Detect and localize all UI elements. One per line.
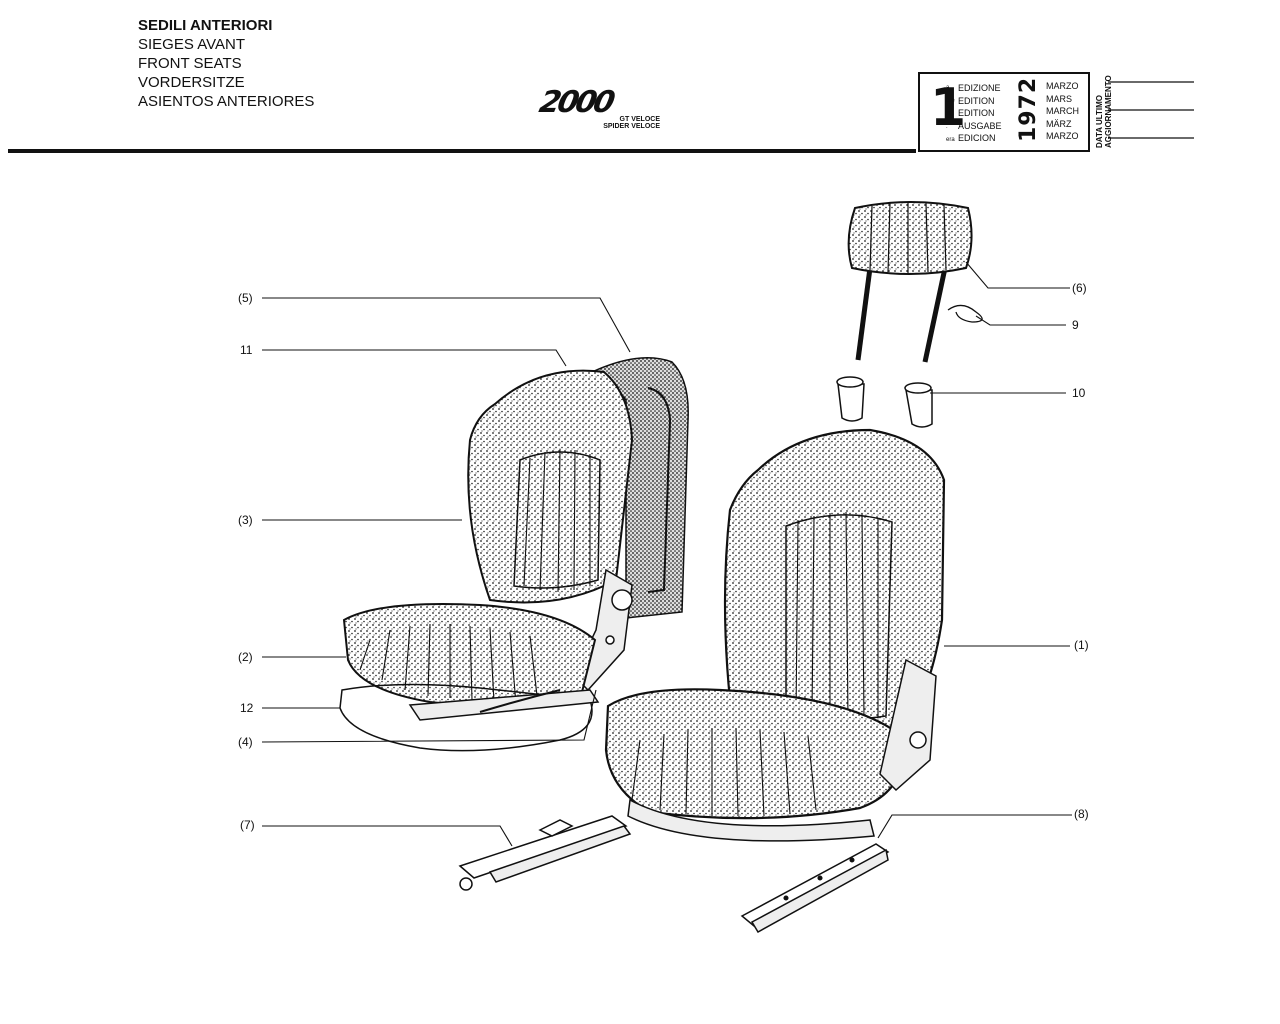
title-spanish: ASIENTOS ANTERIORES xyxy=(138,93,315,110)
variant-gt: GT VELOCE xyxy=(619,116,660,123)
callout-2: (2) xyxy=(238,650,253,664)
callout-9: 9 xyxy=(1072,318,1079,332)
title-german: VORDERSITZE xyxy=(138,74,245,91)
callout-12: 12 xyxy=(240,701,254,715)
variant-spider: SPIDER VELOCE xyxy=(603,123,660,130)
edition-word: EDITION xyxy=(958,95,995,106)
ordinal: st xyxy=(946,111,951,117)
ordinal: ère xyxy=(946,98,955,104)
callout-1: (1) xyxy=(1074,638,1089,652)
seat-runner-left xyxy=(458,815,632,891)
seat-pan-exploded xyxy=(339,683,600,752)
callout-6: (6) xyxy=(1072,281,1087,295)
title-italian: SEDILI ANTERIORI xyxy=(138,17,273,34)
model-variants: GT VELOCE SPIDER VELOCE xyxy=(598,116,660,130)
title-french: SIEGES AVANT xyxy=(138,36,245,53)
headrest xyxy=(847,201,973,363)
edition-month: MARCH xyxy=(1046,106,1079,116)
edition-ordinals: a ère st . era xyxy=(946,82,955,147)
edition-months: MARZO MARS MARCH MÄRZ MARZO xyxy=(1046,80,1079,143)
seat-runner-right xyxy=(740,843,890,934)
backrest-exploded xyxy=(467,369,634,604)
edition-word: AUSGABE xyxy=(958,120,1002,131)
callout-4: (4) xyxy=(238,735,253,749)
callout-5: (5) xyxy=(238,291,253,305)
edition-month: MÄRZ xyxy=(1046,118,1072,129)
edition-month: MARS xyxy=(1046,93,1073,104)
title-english: FRONT SEATS xyxy=(138,55,242,72)
clip xyxy=(947,304,983,323)
ordinal: a xyxy=(946,85,950,91)
ordinal: era xyxy=(946,137,955,143)
edition-word: EDIZIONE xyxy=(958,83,1001,93)
edition-box: 1 a ère st . era EDIZIONE EDITION EDITIO… xyxy=(918,72,1090,152)
edition-word: EDICION xyxy=(958,133,996,143)
edition-month: MARZO xyxy=(1046,81,1079,91)
bushings xyxy=(836,376,933,428)
edition-number: 1 xyxy=(930,78,967,138)
callout-10: 10 xyxy=(1072,386,1086,400)
leader-lines xyxy=(261,261,1072,847)
seat-assembled xyxy=(604,428,946,842)
edition-words: EDIZIONE EDITION EDITION AUSGABE EDICION xyxy=(958,82,1002,145)
cushion-exploded xyxy=(342,603,597,708)
edition-word: EDITION xyxy=(958,108,995,118)
callout-11: 11 xyxy=(240,343,253,357)
page-titles: SEDILI ANTERIORI SIEGES AVANT FRONT SEAT… xyxy=(138,16,314,111)
callout-7: (7) xyxy=(240,818,255,832)
callout-3: (3) xyxy=(238,513,253,527)
callout-8: (8) xyxy=(1074,807,1089,821)
update-lines xyxy=(1108,81,1194,139)
edition-month: MARZO xyxy=(1046,131,1079,141)
ordinal: . xyxy=(946,124,948,130)
header-rule xyxy=(8,149,916,153)
